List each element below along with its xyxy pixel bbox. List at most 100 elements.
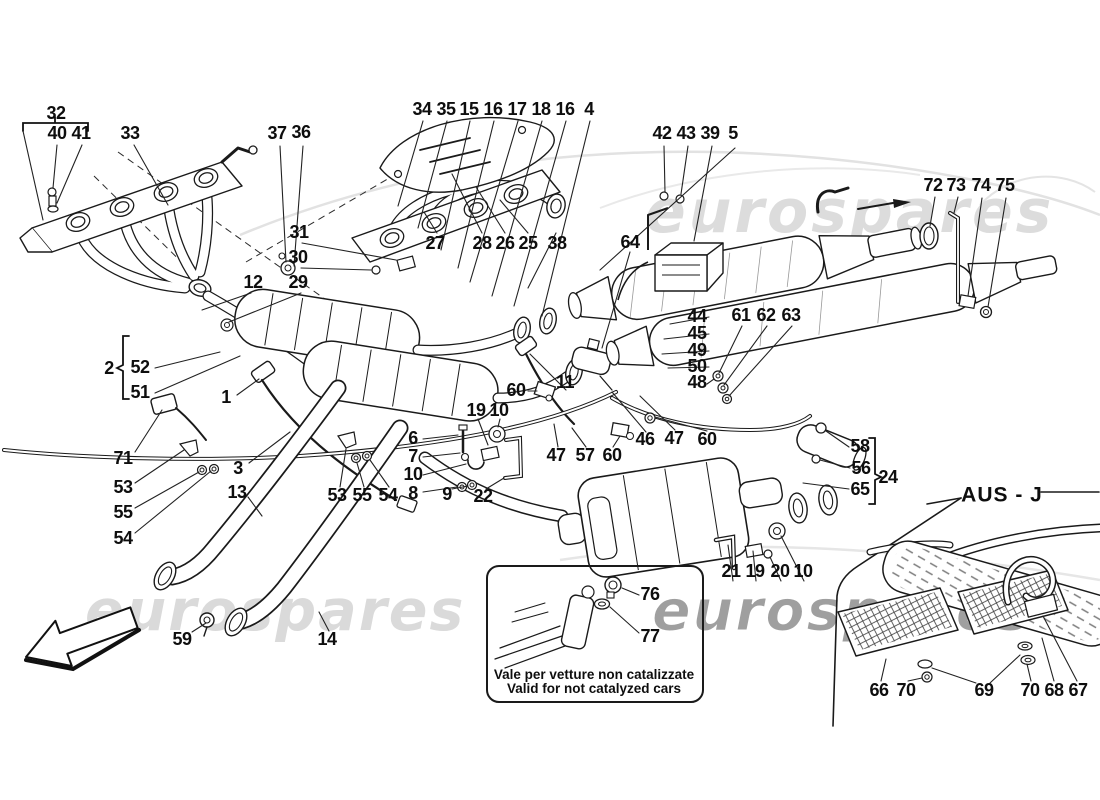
inset-caption-english: Valid for not catalyzed cars [506, 681, 682, 696]
callout-65: 65 [850, 479, 870, 499]
callout-29: 29 [288, 272, 308, 292]
callout-4: 4 [584, 99, 594, 119]
callout-14: 14 [317, 629, 337, 649]
callout-72: 72 [923, 175, 943, 195]
callout-24: 24 [878, 467, 898, 487]
callout-35: 35 [436, 99, 456, 119]
non-catalyzed-inset [486, 565, 704, 703]
callout-20: 20 [770, 561, 790, 581]
callout-46: 46 [635, 429, 655, 449]
callout-50: 50 [687, 356, 707, 376]
callout-9: 9 [442, 484, 452, 504]
callout-47: 47 [664, 428, 684, 448]
callout-66: 66 [869, 680, 889, 700]
callout-38: 38 [547, 233, 567, 253]
callout-49: 49 [687, 340, 707, 360]
callout-73: 73 [946, 175, 966, 195]
callout-10: 10 [489, 400, 509, 420]
inset-caption-italian: Vale per vetture non catalizzate [493, 667, 695, 682]
bypass-valve [571, 337, 733, 405]
callout-7: 7 [408, 446, 418, 466]
catalytic-converters [202, 288, 583, 422]
callout-10: 10 [793, 561, 813, 581]
callout-54: 54 [113, 528, 133, 548]
callout-76: 76 [640, 584, 660, 604]
callout-60: 60 [506, 380, 526, 400]
callout-71: 71 [113, 448, 133, 468]
callout-69: 69 [974, 680, 994, 700]
callout-43: 43 [676, 123, 696, 143]
callout-33: 33 [120, 123, 140, 143]
callout-36: 36 [291, 122, 311, 142]
direction-arrow [24, 606, 141, 672]
manifold-center [351, 116, 566, 263]
callout-55: 55 [113, 502, 133, 522]
callout-77: 77 [640, 626, 660, 646]
callout-16: 16 [555, 99, 575, 119]
callout-30: 30 [288, 247, 308, 267]
callout-56: 56 [851, 458, 871, 478]
callout-54: 54 [378, 485, 398, 505]
callout-51: 51 [130, 382, 150, 402]
callout-15: 15 [459, 99, 479, 119]
vacuum-hoses [2, 390, 812, 461]
rear-silencer-assembly [567, 186, 1058, 367]
aus-j-label: AUS - J [961, 483, 1043, 507]
callout-40: 40 [47, 123, 67, 143]
callout-25: 25 [518, 233, 538, 253]
control-unit [617, 191, 724, 301]
callout-63: 63 [781, 305, 801, 325]
callout-67: 67 [1068, 680, 1088, 700]
callout-64: 64 [620, 232, 640, 252]
callout-58: 58 [850, 436, 870, 456]
callout-26: 26 [495, 233, 515, 253]
callout-18: 18 [531, 99, 551, 119]
callout-60: 60 [602, 445, 622, 465]
callout-68: 68 [1044, 680, 1064, 700]
callout-10: 10 [403, 464, 423, 484]
callout-28: 28 [472, 233, 492, 253]
callout-3: 3 [233, 458, 243, 478]
callout-2: 2 [104, 358, 114, 378]
callout-31: 31 [289, 222, 309, 242]
callout-19: 19 [745, 561, 765, 581]
callout-47: 47 [546, 445, 566, 465]
callout-6: 6 [408, 428, 418, 448]
callout-37: 37 [267, 123, 287, 143]
callout-19: 19 [466, 400, 486, 420]
callout-17: 17 [507, 99, 527, 119]
callout-62: 62 [756, 305, 776, 325]
callout-45: 45 [687, 323, 707, 343]
callout-74: 74 [971, 175, 991, 195]
callout-55: 55 [352, 485, 372, 505]
clamp-hardware [919, 211, 993, 319]
callout-70: 70 [1020, 680, 1040, 700]
callout-27: 27 [425, 233, 445, 253]
callout-48: 48 [687, 372, 707, 392]
callout-53: 53 [113, 477, 133, 497]
callout-1: 1 [221, 387, 231, 407]
callout-75: 75 [995, 175, 1015, 195]
callout-60: 60 [697, 429, 717, 449]
callout-57: 57 [575, 445, 595, 465]
callout-5: 5 [728, 123, 738, 143]
callout-12: 12 [243, 272, 263, 292]
front-pipes [153, 379, 569, 637]
small-hardware [178, 252, 786, 571]
manifold-left [19, 145, 258, 297]
callout-22: 22 [473, 486, 493, 506]
callout-52: 52 [130, 357, 150, 377]
callout-11: 11 [555, 372, 575, 392]
callout-59: 59 [172, 629, 192, 649]
callout-21: 21 [721, 561, 741, 581]
central-muffler [557, 422, 867, 578]
callout-8: 8 [408, 483, 418, 503]
callout-16: 16 [483, 99, 503, 119]
aus-j-inset [832, 491, 1100, 727]
callout-44: 44 [687, 306, 707, 326]
callout-61: 61 [731, 305, 751, 325]
callout-70: 70 [896, 680, 916, 700]
callout-13: 13 [227, 482, 247, 502]
